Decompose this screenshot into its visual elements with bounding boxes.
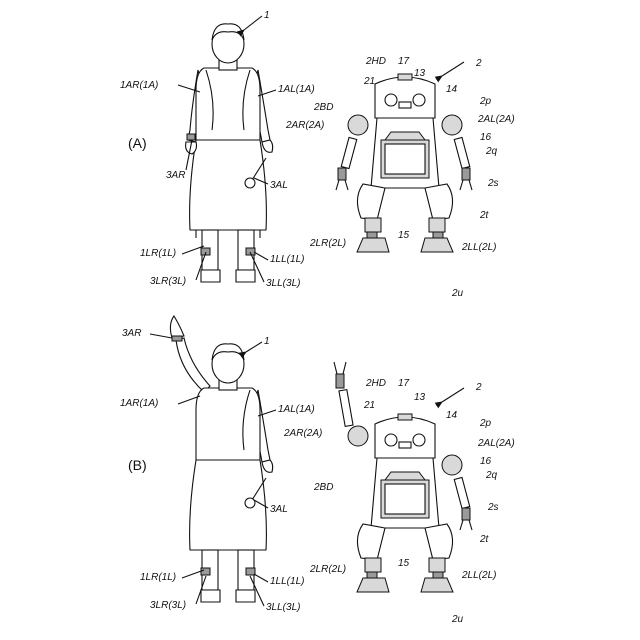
label-joint-14: 14 [446, 84, 458, 95]
label-robot-ref: 2 [475, 382, 482, 393]
label-16: 16 [480, 132, 492, 143]
label-left-leg: 1LL(1L) [270, 576, 304, 587]
label-right-arm-robot: 2AR(2A) [285, 120, 324, 131]
label-head-top: 17 [398, 56, 410, 67]
label-left-leg: 1LL(1L) [270, 254, 304, 265]
label-left-leg-sensor: 3LL(3L) [266, 602, 300, 613]
label-joint-14: 14 [446, 410, 458, 421]
panel-a: (A) 1 1AR(1A) 1AL(1A) 3AR 3AL 1LR(1L) 1L… [120, 10, 515, 299]
label-s: 2s [487, 502, 499, 513]
panel-label: (A) [128, 135, 147, 151]
label-eyes: 13 [414, 68, 426, 79]
label-left-leg-sensor: 3LL(3L) [266, 278, 300, 289]
label-t: 2t [479, 534, 490, 545]
label-right-arm-robot: 2AR(2A) [283, 428, 322, 439]
label-left-leg-robot: 2LL(2L) [461, 242, 496, 253]
label-head-top: 17 [398, 378, 410, 389]
label-left-sensor: 3AL [270, 504, 288, 515]
label-right-leg-robot: 2LR(2L) [309, 564, 346, 575]
panel-b: (B) 1 3AR 1AR(1A) 1AL(1A [120, 316, 515, 625]
label-right-arm: 1AR(1A) [120, 80, 158, 91]
label-s: 2s [487, 178, 499, 189]
label-left-arm: 1AL(1A) [278, 404, 315, 415]
label-head: 2HD [365, 56, 386, 67]
label-right-leg: 1LR(1L) [140, 248, 176, 259]
label-human-ref: 1 [264, 10, 270, 21]
label-right-leg-sensor: 3LR(3L) [150, 600, 186, 611]
label-u: 2u [451, 288, 464, 299]
label-right-leg: 1LR(1L) [140, 572, 176, 583]
label-right-leg-sensor: 3LR(3L) [150, 276, 186, 287]
label-u: 2u [451, 614, 464, 625]
label-right-sensor: 3AR [122, 328, 141, 339]
label-head: 2HD [365, 378, 386, 389]
robot-figure [336, 74, 472, 252]
label-eyes: 13 [414, 392, 426, 403]
label-sensor: 21 [363, 76, 375, 87]
label-body: 2BD [313, 482, 333, 493]
label-right-leg-robot: 2LR(2L) [309, 238, 346, 249]
label-display: 15 [398, 230, 410, 241]
label-left-arm-robot: 2AL(2A) [477, 114, 515, 125]
label-left-leg-robot: 2LL(2L) [461, 570, 496, 581]
label-human-ref: 1 [264, 336, 270, 347]
label-left-sensor: 3AL [270, 180, 288, 191]
label-sensor: 21 [363, 400, 375, 411]
label-body: 2BD [313, 102, 333, 113]
label-t: 2t [479, 210, 490, 221]
label-display: 15 [398, 558, 410, 569]
panel-label: (B) [128, 457, 147, 473]
human-figure [170, 316, 272, 602]
label-left-arm: 1AL(1A) [278, 84, 315, 95]
label-16: 16 [480, 456, 492, 467]
label-q: 2q [485, 470, 498, 481]
label-left-arm-robot: 2AL(2A) [477, 438, 515, 449]
label-p: 2p [479, 418, 492, 429]
label-right-sensor: 3AR [166, 170, 185, 181]
label-q: 2q [485, 146, 498, 157]
label-right-arm: 1AR(1A) [120, 398, 158, 409]
label-robot-ref: 2 [475, 58, 482, 69]
label-p: 2p [479, 96, 492, 107]
human-figure [186, 24, 273, 282]
